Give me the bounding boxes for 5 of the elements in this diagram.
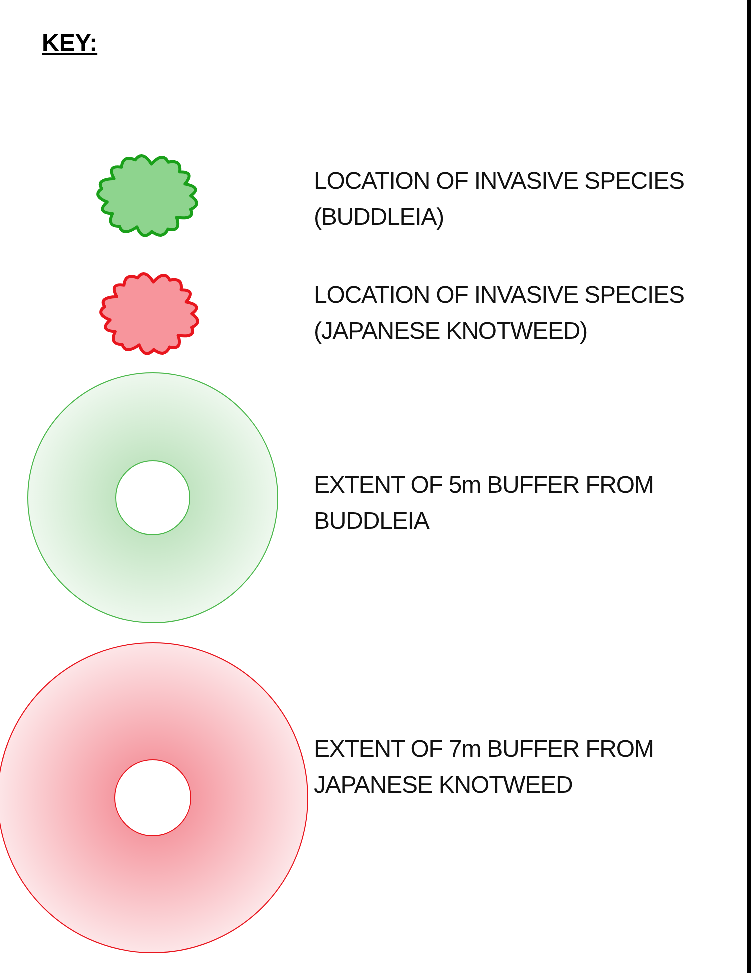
legend-text: EXTENT OF 5m BUFFER FROM BUDDLEIA (314, 471, 655, 537)
legend-text: LOCATION OF INVASIVE SPECIES (BUDDLEIA) (314, 167, 686, 233)
legend-text: LOCATION OF INVASIVE SPECIES (JAPANESE KNOTWEED) (314, 281, 686, 347)
key-heading: KEY: (42, 30, 98, 58)
legend-text: EXTENT OF 7m BUFFER FROM JAPANESE KNOTWEED (314, 735, 655, 801)
